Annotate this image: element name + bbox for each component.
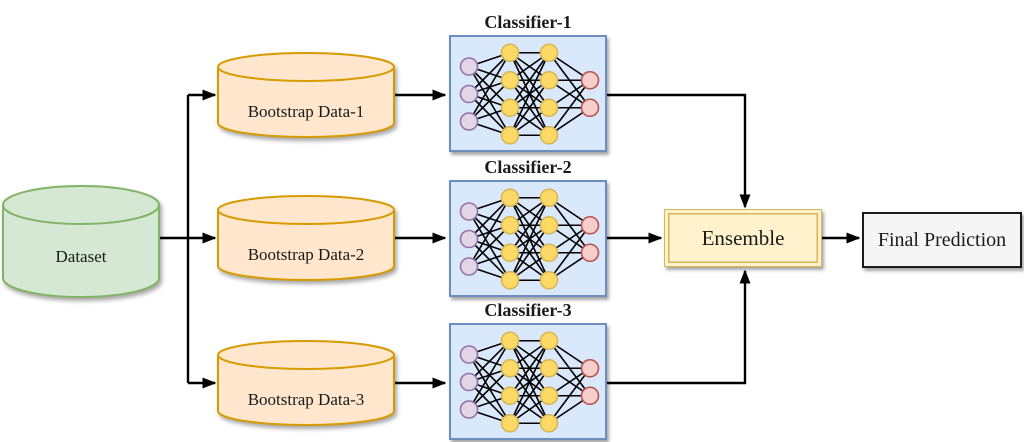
network-edge xyxy=(468,197,511,267)
neuron-node xyxy=(580,386,600,406)
network-edge xyxy=(468,197,511,240)
neuron-node xyxy=(580,98,600,118)
bootstrap-data-3-cylinder: Bootstrap Data-3 xyxy=(217,340,395,426)
network-edge xyxy=(468,224,511,268)
neuron-node xyxy=(580,358,600,378)
classifier-1-title: Classifier-1 xyxy=(484,12,572,32)
ensemble-label: Ensemble xyxy=(701,225,785,250)
neuron-node xyxy=(459,372,479,392)
neuron-node xyxy=(500,43,520,63)
neuron-node xyxy=(500,331,520,351)
connector-classifier3-to-ensemble xyxy=(607,269,751,385)
neural-network-graphic-2 xyxy=(459,188,600,290)
final-prediction-box: Final Prediction xyxy=(862,212,1022,268)
bootstrap-data-2-label: Bootstrap Data-2 xyxy=(247,245,365,264)
bootstrap-data-1-cylinder: Bootstrap Data-1 xyxy=(217,52,395,138)
neuron-node xyxy=(539,188,559,208)
network-edge xyxy=(509,340,550,397)
network-edge xyxy=(509,52,550,109)
neuron-node xyxy=(459,345,479,364)
bootstrap-data-1-label: Bootstrap Data-1 xyxy=(247,102,365,121)
bootstrap-data-3-label: Bootstrap Data-3 xyxy=(247,390,365,409)
connector-classifier1-to-ensemble xyxy=(607,93,751,209)
neuron-node xyxy=(500,215,520,235)
neuron-node xyxy=(500,98,520,118)
network-edge xyxy=(509,197,550,254)
neuron-node xyxy=(580,70,600,90)
classifier-2-box xyxy=(449,180,607,297)
neuron-node xyxy=(539,270,559,290)
classifier-1-box xyxy=(449,35,607,152)
network-edge xyxy=(468,340,511,383)
neuron-node xyxy=(539,215,559,235)
neuron-node xyxy=(500,70,520,90)
neuron-node xyxy=(459,400,479,419)
neuron-node xyxy=(539,70,559,90)
neuron-node xyxy=(500,243,520,263)
neuron-node xyxy=(539,386,559,406)
classifier-3-title: Classifier-3 xyxy=(484,300,572,320)
neuron-node xyxy=(539,98,559,118)
neural-network-graphic-3 xyxy=(459,331,600,433)
neuron-node xyxy=(500,413,520,433)
neural-network-graphic-1 xyxy=(459,43,600,145)
neuron-node xyxy=(539,358,559,378)
bootstrap-data-2-cylinder: Bootstrap Data-2 xyxy=(217,195,395,281)
neuron-node xyxy=(539,125,559,145)
network-edge xyxy=(548,79,591,136)
neuron-node xyxy=(459,202,479,221)
final-prediction-label: Final Prediction xyxy=(877,228,1007,251)
neuron-node xyxy=(500,188,520,208)
neuron-node xyxy=(539,413,559,433)
dataset-label: Dataset xyxy=(55,247,107,266)
ensemble-box: Ensemble xyxy=(664,209,822,267)
neuron-node xyxy=(500,386,520,406)
neuron-node xyxy=(500,270,520,290)
bootstrap-3-cylinder-shape xyxy=(217,340,395,426)
neuron-node xyxy=(459,57,479,76)
network-edge xyxy=(468,79,511,123)
network-edge xyxy=(509,340,550,424)
network-edge xyxy=(468,340,511,410)
neuron-node xyxy=(539,43,559,63)
bootstrap-1-cylinder-shape xyxy=(217,52,395,138)
neuron-node xyxy=(459,112,479,131)
classifier-3-box xyxy=(449,323,607,440)
neuron-node xyxy=(500,125,520,145)
network-edge xyxy=(548,367,591,424)
network-edge xyxy=(468,52,511,122)
bootstrap-2-cylinder-shape xyxy=(217,195,395,281)
neuron-node xyxy=(459,229,479,249)
classifier-2-title: Classifier-2 xyxy=(484,157,572,177)
neuron-node xyxy=(580,243,600,263)
network-edge xyxy=(548,224,591,281)
neuron-node xyxy=(459,84,479,104)
dataset-cylinder: Dataset xyxy=(2,185,160,298)
neuron-node xyxy=(580,215,600,235)
neuron-node xyxy=(539,331,559,351)
network-edge xyxy=(509,367,550,424)
network-edge xyxy=(509,197,550,281)
network-edge xyxy=(468,52,511,95)
network-edge xyxy=(509,224,550,281)
network-edge xyxy=(468,367,511,411)
network-edge xyxy=(509,52,550,136)
neuron-node xyxy=(539,243,559,263)
network-edge xyxy=(509,79,550,136)
neuron-node xyxy=(459,257,479,276)
dataset-cylinder-shape xyxy=(2,185,160,298)
neuron-node xyxy=(500,358,520,378)
